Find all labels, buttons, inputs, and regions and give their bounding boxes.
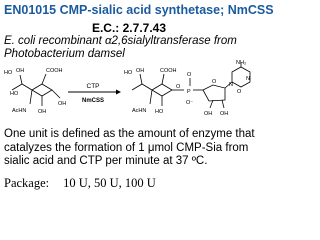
cmp-achn-label: AcHN xyxy=(132,108,146,114)
cmp-o-link-label: O xyxy=(176,84,181,90)
product-title: EN01015 CMP-sialic acid synthetase; NmCS… xyxy=(4,3,274,17)
cmp-n2-label: N xyxy=(246,76,250,82)
cmp-nh2-label: NH₂ xyxy=(236,60,246,66)
cmp-ho-lower-label: HO xyxy=(155,109,164,115)
reaction-scheme: HO OH HO COOH AcHN OH OH CTP NmCSS HO OH… xyxy=(4,60,251,117)
cmp-p-label: P xyxy=(187,89,191,95)
cmp-o-sugar-label: O xyxy=(212,79,217,85)
package-values: 10 U, 50 U, 100 U xyxy=(63,176,156,190)
unit-definition: One unit is defined as the amount of enz… xyxy=(4,128,255,167)
sa-oh-top-label: OH xyxy=(16,68,24,74)
package-label: Package: xyxy=(4,176,50,190)
reaction-arrow xyxy=(68,89,121,95)
cmp-o-base-label: O xyxy=(237,89,242,95)
sa-oh-ring-label: OH xyxy=(38,109,46,115)
description-line-2: Photobacterium damsel xyxy=(4,48,125,60)
reagent-ctp: CTP xyxy=(87,83,100,90)
cmp-n1-label: N xyxy=(229,82,233,88)
sa-cooh-label: COOH xyxy=(46,68,63,74)
description-line-1: E. coli recombinant α2,6sialyltransferas… xyxy=(4,35,237,47)
cmp-o-minus-label: O⁻ xyxy=(186,100,193,106)
reagent-enzyme: NmCSS xyxy=(82,98,104,104)
sa-oh-right-label: OH xyxy=(58,101,66,107)
cmp-ho-label: HO xyxy=(124,70,133,76)
sa-achn-label: AcHN xyxy=(12,108,26,114)
package-row: Package: 10 U, 50 U, 100 U xyxy=(4,176,156,191)
sialic-acid-structure xyxy=(11,73,61,106)
sa-ho-label: HO xyxy=(4,70,13,76)
cmp-oh-a-label: OH xyxy=(204,111,212,117)
cmp-cooh-label: COOH xyxy=(160,68,177,74)
cmp-sialic-acid-structure xyxy=(131,62,251,109)
cmp-o-top-label: O xyxy=(187,72,192,78)
cmp-oh-label: OH xyxy=(136,68,144,74)
sa-ho-ring-label: HO xyxy=(10,91,19,97)
enzyme-description: E. coli recombinant α2,6sialyltransferas… xyxy=(4,35,256,61)
ec-number: E.C.: 2.7.7.43 xyxy=(91,21,167,35)
cmp-oh-b-label: OH xyxy=(220,111,228,117)
